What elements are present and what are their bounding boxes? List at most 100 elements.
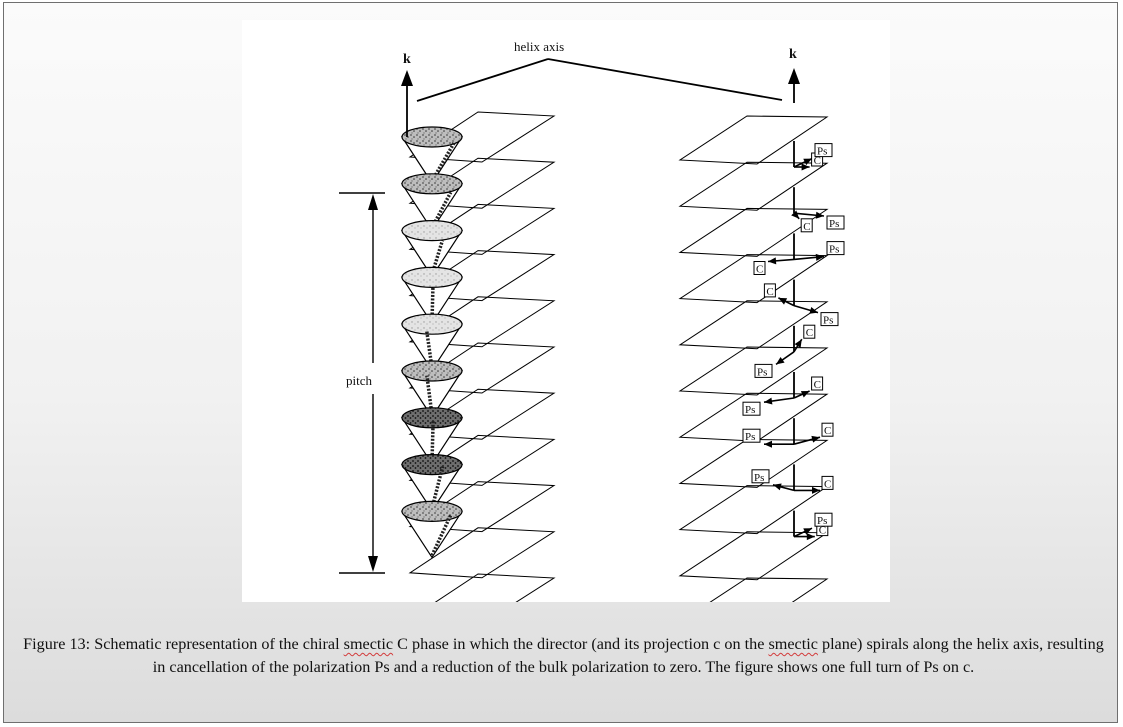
svg-text:C: C bbox=[806, 327, 813, 339]
helix-axis-label: helix axis bbox=[514, 39, 564, 54]
smectic-layer-right bbox=[678, 485, 829, 535]
c-projection-arrow bbox=[793, 390, 810, 399]
caption-word-smectic-1: smectic bbox=[343, 635, 394, 653]
smectic-layer-right bbox=[678, 254, 829, 304]
precession-cone bbox=[400, 500, 464, 559]
ps-label-box: Ps bbox=[742, 428, 761, 443]
smectic-layer-right bbox=[709, 577, 829, 602]
svg-text:C: C bbox=[766, 286, 773, 298]
c-projection-arrow bbox=[793, 338, 803, 353]
ps-label-box: Ps bbox=[826, 215, 845, 230]
smectic-layers-left bbox=[408, 111, 556, 602]
layer-vector-set: C Ps bbox=[763, 279, 839, 327]
c-projection-arrow bbox=[778, 297, 795, 307]
caption-text-3: plane) spirals along the helix axis, res… bbox=[152, 635, 1104, 676]
precession-cone bbox=[400, 360, 464, 419]
smectic-layer-right bbox=[678, 115, 829, 165]
layer-vector-set: C Ps bbox=[751, 464, 834, 494]
cone-top bbox=[401, 360, 463, 382]
c-label-box: C bbox=[803, 324, 816, 339]
precession-cone bbox=[400, 266, 464, 325]
precession-cone bbox=[400, 220, 464, 278]
ps-label-box: Ps bbox=[754, 363, 773, 378]
layer-vector-set: C Ps bbox=[791, 187, 845, 233]
cone-top bbox=[401, 407, 463, 429]
director-rod bbox=[430, 514, 453, 557]
layer-vector-set: CPs bbox=[793, 141, 833, 171]
layer-vector-set: C Ps bbox=[754, 324, 816, 378]
c-projection-arrow bbox=[794, 533, 815, 541]
figure-caption: Figure 13: Schematic representation of t… bbox=[16, 633, 1111, 679]
k-label-right: k bbox=[789, 47, 797, 62]
cone-top bbox=[401, 500, 463, 522]
c-label-box: C bbox=[800, 218, 813, 233]
pitch-label: pitch bbox=[346, 373, 372, 388]
svg-text:C: C bbox=[814, 155, 821, 167]
ps-arrow bbox=[775, 351, 795, 366]
cone-top bbox=[401, 173, 463, 195]
svg-text:Ps: Ps bbox=[754, 472, 764, 484]
c-projection-arrow bbox=[794, 486, 820, 494]
helix-axis-pointer-lines bbox=[416, 58, 783, 102]
ps-arrow bbox=[764, 440, 794, 448]
pitch-dimension bbox=[339, 192, 385, 574]
smectic-layer-right bbox=[678, 300, 829, 350]
smectic-layer-right bbox=[678, 438, 829, 488]
precession-cone bbox=[400, 407, 464, 465]
ps-arrow bbox=[793, 253, 825, 261]
cone-top bbox=[401, 126, 463, 148]
c-label-box: C bbox=[821, 422, 834, 437]
precession-cone bbox=[400, 126, 464, 185]
ps-arrow bbox=[763, 397, 795, 405]
precession-cone bbox=[400, 454, 464, 512]
cone-top bbox=[401, 220, 463, 242]
smectic-layer-left bbox=[408, 527, 556, 579]
smectic-layer-right bbox=[678, 207, 829, 257]
svg-text:Ps: Ps bbox=[829, 218, 839, 230]
ps-label-box: Ps bbox=[826, 241, 845, 256]
ps-arrow bbox=[793, 211, 825, 219]
svg-text:C: C bbox=[824, 425, 831, 437]
caption-word-smectic-2: smectic bbox=[768, 635, 818, 653]
ps-arrow bbox=[772, 483, 795, 492]
svg-text:C: C bbox=[814, 379, 821, 391]
c-label-box: C bbox=[753, 261, 766, 276]
director-rod bbox=[430, 240, 445, 276]
c-label-box: C bbox=[811, 376, 824, 391]
ps-label-box: Ps bbox=[820, 312, 839, 327]
c-projection-arrow bbox=[791, 210, 800, 220]
k-label-left: k bbox=[403, 52, 411, 67]
ps-label-box: Ps bbox=[814, 512, 833, 527]
cone-top bbox=[401, 266, 463, 288]
c-label-box: C bbox=[821, 475, 834, 490]
ps-label-box: Ps bbox=[742, 401, 761, 416]
ps-label-box: Ps bbox=[751, 469, 770, 484]
k-arrow-right bbox=[788, 68, 800, 103]
caption-text-1: Figure 13: Schematic representation of t… bbox=[23, 635, 344, 653]
svg-text:C: C bbox=[803, 221, 810, 233]
director-rod bbox=[430, 286, 435, 322]
svg-text:Ps: Ps bbox=[817, 146, 827, 158]
director-rod bbox=[425, 375, 434, 416]
precession-cones bbox=[400, 126, 464, 559]
cone-top bbox=[401, 313, 463, 335]
svg-text:Ps: Ps bbox=[745, 431, 755, 443]
smectic-layers-right bbox=[678, 115, 829, 602]
c-label-box: C bbox=[763, 283, 776, 298]
ps-label-box: Ps bbox=[814, 143, 833, 158]
layer-vector-set: CPs bbox=[793, 510, 833, 541]
svg-text:C: C bbox=[824, 478, 831, 490]
svg-text:Ps: Ps bbox=[817, 515, 827, 527]
layer-vector-set: C Ps bbox=[753, 233, 845, 276]
precession-cone bbox=[400, 313, 464, 372]
smectic-layer-right bbox=[678, 531, 829, 581]
k-arrow-left bbox=[401, 70, 413, 137]
layer-vector-set: C Ps bbox=[742, 372, 824, 416]
layer-vector-set: C Ps bbox=[742, 418, 834, 448]
c-projection-arrow bbox=[793, 435, 821, 445]
director-rod bbox=[425, 331, 434, 369]
smectic-layer-left bbox=[434, 573, 556, 602]
